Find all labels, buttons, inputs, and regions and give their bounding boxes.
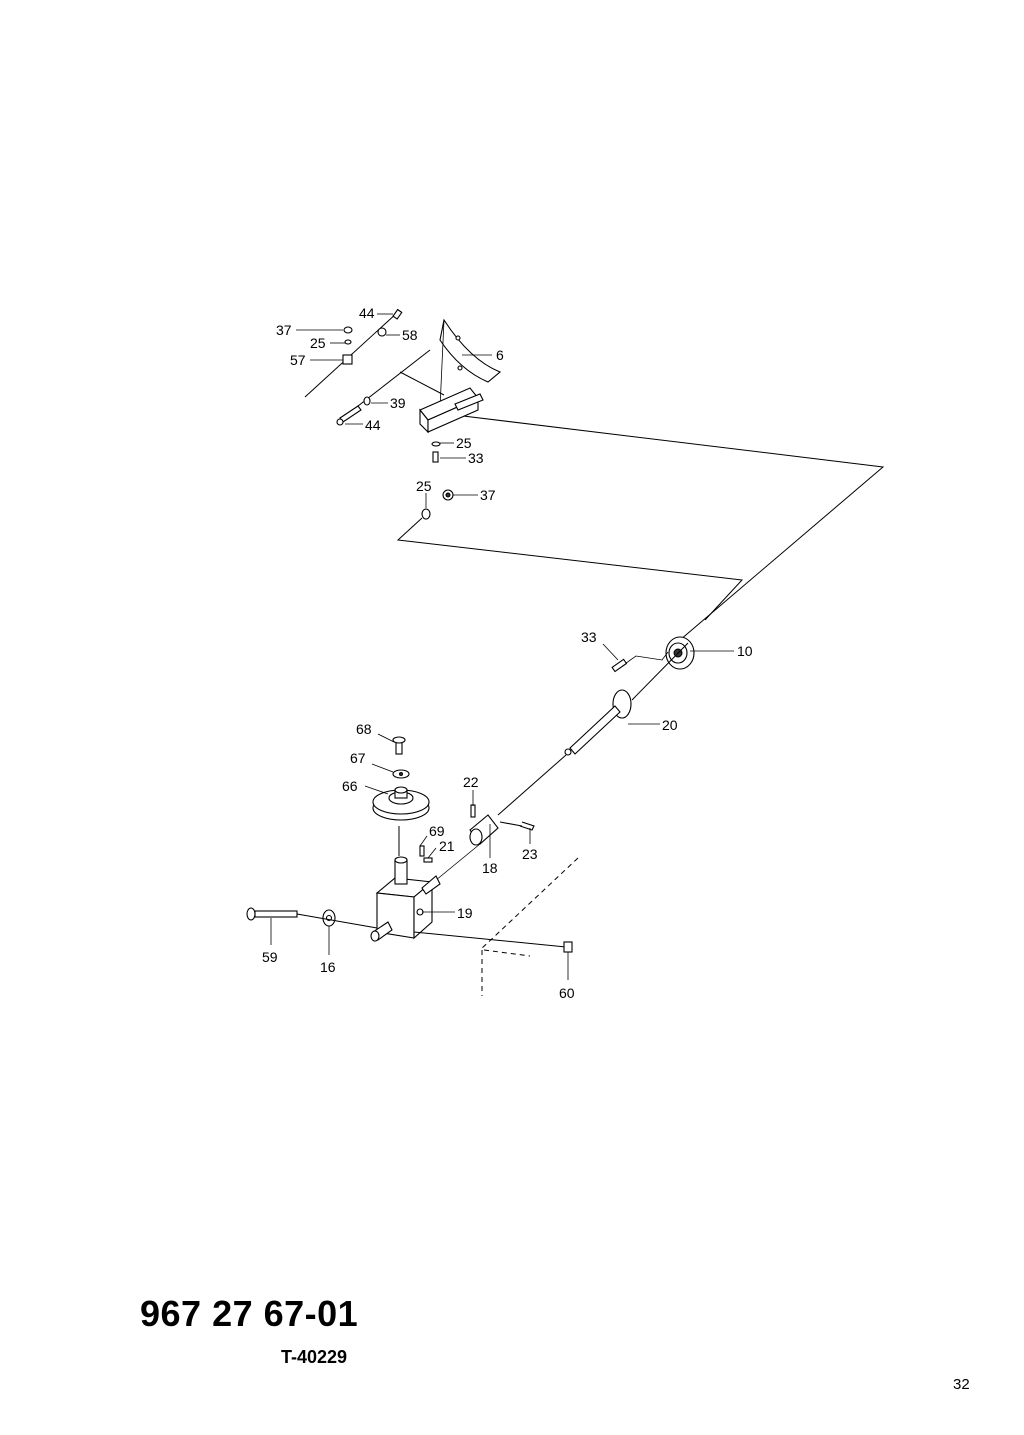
callout-59: 59 xyxy=(262,949,278,965)
callout-25: 25 xyxy=(310,335,326,351)
callout-20: 20 xyxy=(662,717,678,733)
callout-6: 6 xyxy=(496,347,504,363)
callout-25-bracket: 25 xyxy=(456,435,472,451)
callout-33-clamp: 33 xyxy=(581,629,597,645)
callout-25-cable: 25 xyxy=(416,478,432,494)
page-number: 32 xyxy=(953,1376,970,1393)
callout-58: 58 xyxy=(402,327,418,343)
drawing-reference: T-40229 xyxy=(281,1347,348,1367)
callout-18: 18 xyxy=(482,860,498,876)
callout-19: 19 xyxy=(457,905,473,921)
callout-67: 67 xyxy=(350,750,366,766)
callout-labels: 44 37 58 25 57 6 39 44 25 33 25 37 33 10… xyxy=(262,305,753,1001)
pulley-part-66 xyxy=(372,736,430,856)
bracket-part-6 xyxy=(419,318,502,434)
callout-44: 44 xyxy=(359,305,375,321)
callout-21: 21 xyxy=(439,838,455,854)
callout-33-bracket: 33 xyxy=(468,450,484,466)
callout-44-lower: 44 xyxy=(365,417,381,433)
callout-37-cable: 37 xyxy=(480,487,496,503)
callout-66: 66 xyxy=(342,778,358,794)
shaft-part-20 xyxy=(497,642,689,816)
callout-60: 60 xyxy=(559,985,575,1001)
callout-37: 37 xyxy=(276,322,292,338)
callout-69: 69 xyxy=(429,823,445,839)
callout-57: 57 xyxy=(290,352,306,368)
callout-22: 22 xyxy=(463,774,479,790)
callout-10: 10 xyxy=(737,643,753,659)
callout-68: 68 xyxy=(356,721,372,737)
coupling-part-18 xyxy=(429,804,535,886)
callout-23: 23 xyxy=(522,846,538,862)
fasteners-top xyxy=(336,308,454,520)
clamp-part-10 xyxy=(611,636,695,673)
gearbox-part-19 xyxy=(370,845,441,942)
callout-39: 39 xyxy=(390,395,406,411)
axle-bolt xyxy=(246,907,573,953)
reference-lines xyxy=(479,857,579,996)
leader-lines xyxy=(270,313,734,980)
cable-route xyxy=(304,311,885,641)
callout-16: 16 xyxy=(320,959,336,975)
part-number: 967 27 67-01 xyxy=(140,1293,359,1334)
